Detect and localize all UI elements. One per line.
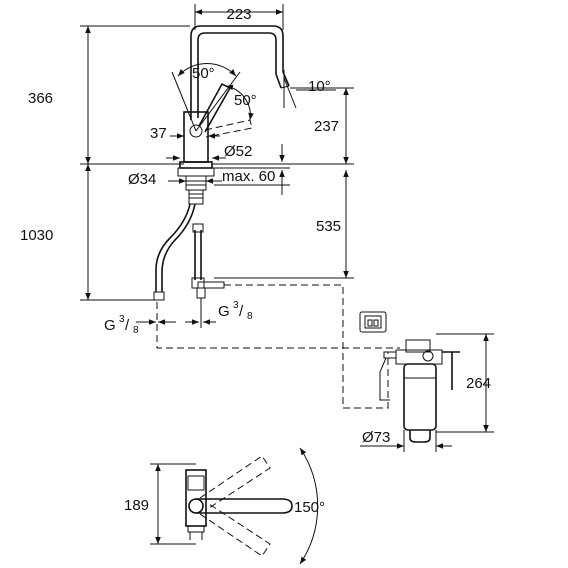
supply-hose-route [156, 302, 400, 349]
hose-left-fitting [153, 291, 165, 301]
svg-text:/: / [239, 303, 244, 320]
filter-hose-route [224, 284, 389, 409]
dim-thread-left-num: 3 [119, 314, 125, 325]
base-plate [179, 161, 213, 169]
dim-thread-right-den: 8 [247, 311, 253, 322]
dim-lever-offset: 37 [150, 125, 167, 142]
filter-bottom [409, 430, 431, 443]
dim-spout-tilt: 10° [308, 78, 331, 95]
spout-tube [190, 25, 290, 120]
faucet-side-view [153, 25, 290, 328]
dim-shank-length: 535 [316, 218, 341, 235]
dim-swivel-angle-2: 50° [234, 92, 257, 109]
svg-text:/: / [125, 317, 130, 334]
dim-filter-diameter: Ø73 [362, 429, 390, 446]
faucet-plan-view [185, 447, 319, 565]
lever-pivot [189, 124, 203, 138]
mount-nut [177, 167, 215, 177]
dim-filter-height: 264 [466, 375, 491, 392]
valve-outlet [197, 281, 225, 289]
dim-plan-depth: 189 [124, 497, 149, 514]
plan-spout-base [188, 498, 204, 514]
lever-alt-position [204, 119, 253, 138]
shank-upper [185, 175, 207, 191]
dim-shank-diameter: Ø34 [128, 171, 156, 188]
dim-thread-right: G [218, 303, 230, 320]
filter-head [405, 339, 431, 353]
shank-thread [188, 189, 204, 205]
dim-total-height: 366 [28, 90, 53, 107]
dim-hose-length: 1030 [20, 227, 53, 244]
dim-thread-left: G [104, 317, 116, 334]
filter-cartridge [403, 363, 437, 431]
spout-tube-inner [197, 32, 282, 118]
dimension-lines [80, 4, 494, 545]
dimension-labels: 223 366 50° 50° 10° 37 237 Ø52 Ø34 max. … [20, 6, 491, 516]
plan-spout [196, 498, 293, 514]
plan-body [185, 469, 207, 527]
dim-swivel-range: 150° [294, 499, 325, 516]
wall-bracket [442, 351, 460, 390]
plan-spout-alt-2 [199, 501, 271, 557]
plan-spout-alt-1 [199, 455, 271, 511]
dim-top-width: 223 [226, 6, 251, 23]
hose-left [155, 203, 191, 292]
dim-thread-left-den: 8 [133, 325, 139, 336]
dim-max-thickness: max. 60 [222, 168, 275, 185]
swivel-arc [299, 447, 319, 565]
dim-swivel-angle-1: 50° [192, 65, 215, 82]
dim-thread-right-num: 3 [233, 300, 239, 311]
dim-spout-height: 237 [314, 118, 339, 135]
filter-unit [359, 311, 460, 443]
dim-base-diameter: Ø52 [224, 143, 252, 160]
filter-indicator [359, 311, 387, 333]
